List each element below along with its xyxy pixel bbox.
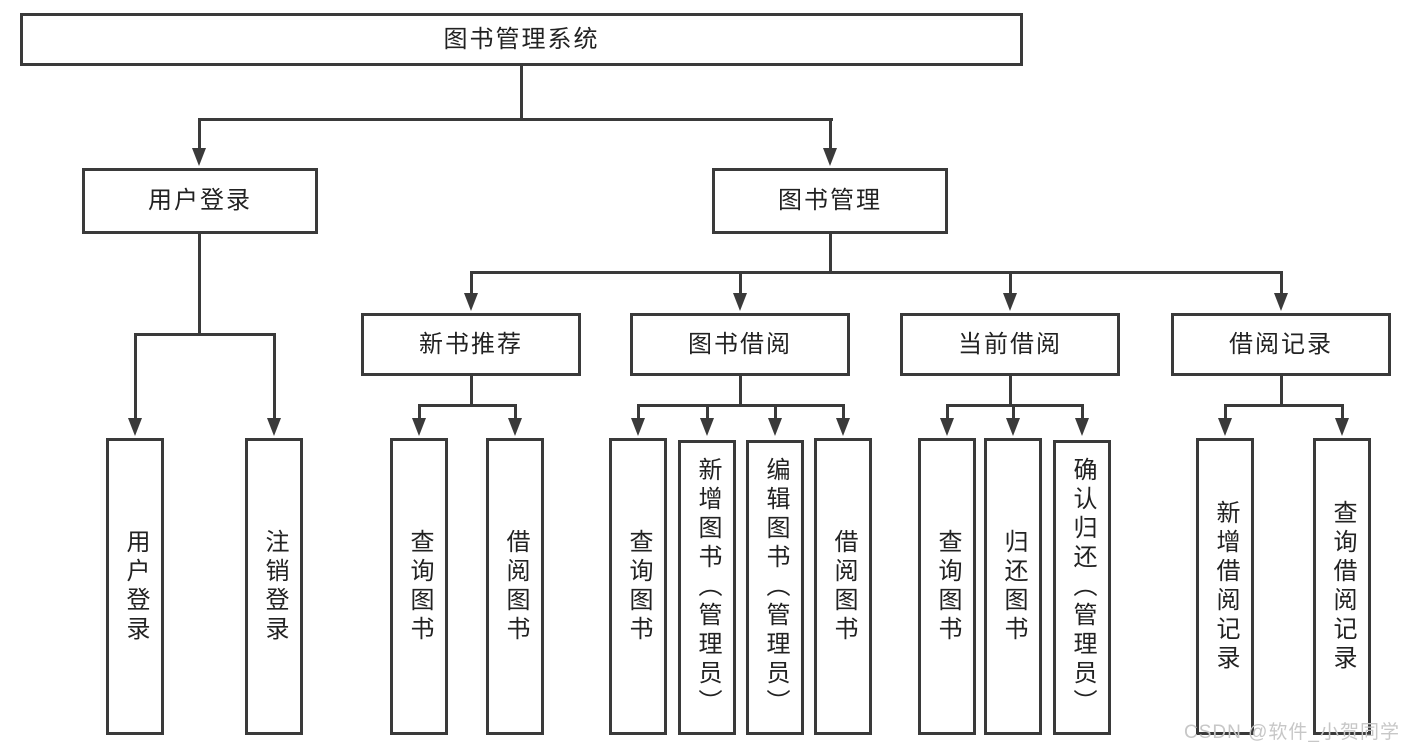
arrow-down-icon [464,293,478,311]
arrow-down-icon [1075,418,1089,436]
leaf-user-login: 用户登录 [106,438,164,735]
connector-drop-leaf [134,333,137,421]
arrow-down-icon [768,418,782,436]
arrow-down-icon [1003,293,1017,311]
arrow-down-icon [823,148,837,166]
arrow-down-icon [631,418,645,436]
node-current-borrow: 当前借阅 [900,313,1120,376]
arrow-down-icon [836,418,850,436]
connector-drop-leaf [1224,404,1227,420]
connector-drop-leaf [273,333,276,421]
leaf-return-book: 归还图书 [984,438,1042,735]
connector-drop-leaf [1341,404,1344,420]
connector-drop-section [1009,271,1012,297]
leaf-add-borrow-record-label: 新增借阅记录 [1212,499,1239,674]
connector-drop-leaf [842,404,845,420]
connector-drop-leaf [1081,404,1084,420]
leaf-query-borrow-record-label: 查询借阅记录 [1329,499,1356,674]
node-library-system: 图书管理系统 [20,13,1023,66]
connector-drop-section [470,271,473,297]
arrow-down-icon [1218,418,1232,436]
leaf-query-books-borrow: 查询图书 [609,438,667,735]
connector-section-stem [470,374,473,407]
arrow-down-icon [700,418,714,436]
connector-level2-rail [198,118,833,121]
arrow-down-icon [1274,293,1288,311]
leaf-query-books-current: 查询图书 [918,438,976,735]
connector-section-stem [1280,374,1283,407]
leaf-user-login-label: 用户登录 [122,528,149,645]
node-current-borrow-label: 当前借阅 [958,330,1062,358]
leaf-borrow-books-recommend-label: 借阅图书 [502,528,529,645]
leaf-add-borrow-record: 新增借阅记录 [1196,438,1254,735]
node-book-management: 图书管理 [712,168,948,234]
leaf-logout-login-label: 注销登录 [261,528,288,645]
connector-management-stem [829,232,832,274]
arrow-down-icon [508,418,522,436]
leaf-query-books-borrow-label: 查询图书 [625,528,652,645]
connector-drop-book-management [829,118,832,152]
arrow-down-icon [1006,418,1020,436]
connector-section-stem [1009,374,1012,407]
connector-section-rail [946,404,1084,407]
arrow-down-icon [733,293,747,311]
connector-drop-section [1280,271,1283,297]
connector-drop-leaf [774,404,777,420]
leaf-logout-login: 注销登录 [245,438,303,735]
node-book-borrow-label: 图书借阅 [688,330,792,358]
connector-section-stem [739,374,742,407]
node-new-book-recommend-label: 新书推荐 [419,330,523,358]
leaf-borrow-books: 借阅图书 [814,438,872,735]
leaf-query-books-current-label: 查询图书 [934,528,961,645]
connector-drop-section [739,271,742,297]
leaf-add-book-admin-label: 新增图书（管理员） [694,457,721,718]
node-new-book-recommend: 新书推荐 [361,313,581,376]
node-borrow-records: 借阅记录 [1171,313,1391,376]
node-book-borrow: 图书借阅 [630,313,850,376]
connector-section-rail [637,404,845,407]
node-borrow-records-label: 借阅记录 [1229,330,1333,358]
leaf-confirm-return-admin: 确认归还（管理员） [1053,440,1111,735]
arrow-down-icon [1335,418,1349,436]
connector-root-stem [520,64,523,121]
leaf-query-books-recommend: 查询图书 [390,438,448,735]
connector-drop-leaf [1012,404,1015,420]
connector-login-stem [198,232,201,336]
connector-drop-leaf [946,404,949,420]
connector-drop-leaf [418,404,421,420]
connector-login-rail [134,333,276,336]
arrow-down-icon [940,418,954,436]
leaf-edit-book-admin: 编辑图书（管理员） [746,440,804,735]
leaf-return-book-label: 归还图书 [1000,528,1027,645]
node-library-system-label: 图书管理系统 [443,25,600,53]
leaf-add-book-admin: 新增图书（管理员） [678,440,736,735]
leaf-confirm-return-admin-label: 确认归还（管理员） [1069,457,1096,718]
connector-level3-rail [470,271,1283,274]
node-user-login-label: 用户登录 [148,187,252,214]
leaf-query-books-recommend-label: 查询图书 [406,528,433,645]
arrow-down-icon [267,418,281,436]
arrow-down-icon [128,418,142,436]
connector-drop-leaf [514,404,517,420]
leaf-borrow-books-recommend: 借阅图书 [486,438,544,735]
arrow-down-icon [192,148,206,166]
connector-drop-user-login [198,118,201,152]
arrow-down-icon [412,418,426,436]
connector-section-rail [1224,404,1344,407]
leaf-query-borrow-record: 查询借阅记录 [1313,438,1371,735]
connector-drop-leaf [706,404,709,420]
connector-drop-leaf [637,404,640,420]
node-book-management-label: 图书管理 [778,187,882,214]
leaf-borrow-books-label: 借阅图书 [830,528,857,645]
leaf-edit-book-admin-label: 编辑图书（管理员） [762,457,789,718]
node-user-login: 用户登录 [82,168,318,234]
csdn-watermark: CSDN @软件_小贺同学 [1184,722,1400,743]
connector-section-rail [418,404,517,407]
